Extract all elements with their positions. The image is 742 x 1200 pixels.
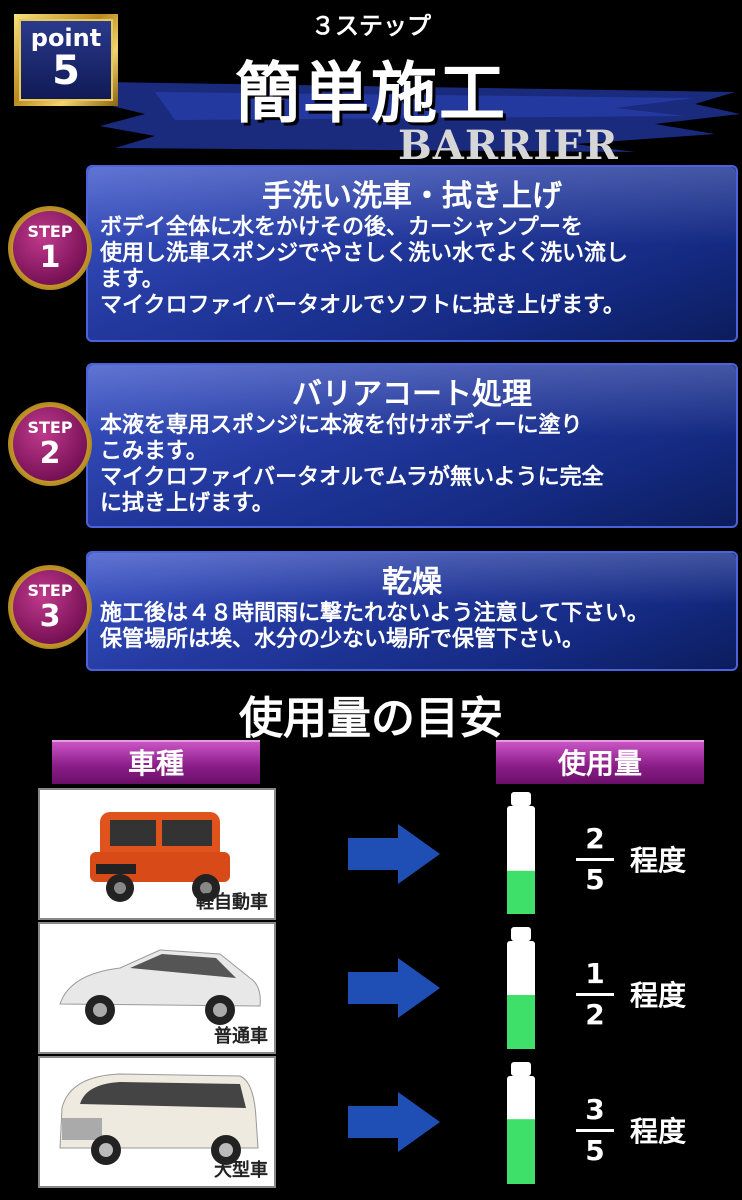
- brush-stroke-decoration: [95, 82, 740, 152]
- step-medal-label: STEP: [27, 418, 73, 437]
- step-medal-number: 2: [39, 436, 61, 471]
- car-cell-kei: 軽自動車: [38, 788, 276, 920]
- step-1-box: 手洗い洗車・拭き上げ ボデイ全体に水をかけその後、カーシャンプーを 使用し洗車ス…: [86, 165, 738, 342]
- fraction-bar: [576, 858, 614, 861]
- degree-label: 程度: [630, 844, 687, 877]
- brand-name: BARRIER: [398, 122, 619, 169]
- arrow-right-icon: [348, 824, 440, 884]
- step-2-line: こみます。: [100, 439, 208, 464]
- bottle-icon: [507, 927, 535, 1049]
- usage-fraction: 3 5: [576, 1093, 614, 1168]
- step-1-line: ボデイ全体に水をかけその後、カーシャンプーを: [100, 215, 583, 240]
- fraction-bar: [576, 993, 614, 996]
- step-3-line: 保管場所は埃、水分の少ない場所で保管下さい。: [100, 627, 585, 652]
- step-3-medal: STEP 3: [8, 565, 92, 649]
- step-2-box: バリアコート処理 本液を専用スポンジに本液を付けボディーに塗り こみます。 マイ…: [86, 363, 738, 528]
- kei-car-image: [90, 812, 230, 902]
- fraction-numerator: 3: [585, 1093, 605, 1126]
- page-title: 簡単施工: [235, 55, 507, 132]
- step-1-title: 手洗い洗車・拭き上げ: [262, 179, 562, 214]
- standard-car-image: [59, 949, 261, 1025]
- usage-heading: 使用量の目安: [239, 693, 503, 744]
- point-badge: point 5: [14, 14, 118, 106]
- large-car-image: [59, 1073, 259, 1165]
- fraction-denominator: 2: [585, 998, 605, 1031]
- step-2-line: 本液を専用スポンジに本液を付けボディーに塗り: [100, 413, 583, 438]
- usage-fraction: 2 5: [576, 822, 614, 897]
- step-2-line: に拭き上げます。: [100, 491, 274, 516]
- step-3-title: 乾燥: [382, 565, 442, 600]
- car-label: 大型車: [214, 1160, 268, 1181]
- car-type-header: 車種: [52, 740, 260, 784]
- step-medal-number: 1: [39, 240, 61, 275]
- degree-label: 程度: [630, 1115, 687, 1148]
- fraction-numerator: 2: [585, 822, 605, 855]
- subtitle: ３ステップ: [311, 12, 431, 40]
- step-1-line: 使用し洗車スポンジでやさしく洗い水でよく洗い流し: [100, 241, 629, 266]
- step-2-title: バリアコート処理: [292, 377, 532, 412]
- point-number: 5: [52, 48, 80, 94]
- arrow-right-icon: [348, 958, 440, 1018]
- fraction-denominator: 5: [585, 863, 605, 896]
- fraction-bar: [576, 1129, 614, 1132]
- point-word: point: [30, 24, 102, 52]
- step-medal-number: 3: [39, 599, 61, 634]
- bottle-icon: [507, 792, 535, 914]
- step-1-line: マイクロファイバータオルでソフトに拭き上げます。: [100, 293, 625, 318]
- step-3-box: 乾燥 施工後は４８時間雨に撃たれないよう注意して下さい。 保管場所は埃、水分の少…: [86, 551, 738, 671]
- step-medal-label: STEP: [27, 581, 73, 600]
- fraction-numerator: 1: [585, 957, 605, 990]
- fraction-denominator: 5: [585, 1134, 605, 1167]
- usage-fraction: 1 2: [576, 957, 614, 1032]
- step-1-line: ます。: [100, 267, 164, 292]
- step-2-line: マイクロファイバータオルでムラが無いように完全: [100, 465, 604, 490]
- car-cell-standard: 普通車: [38, 922, 276, 1054]
- amount-header: 使用量: [496, 740, 704, 784]
- degree-label: 程度: [630, 979, 687, 1012]
- step-2-medal: STEP 2: [8, 402, 92, 486]
- bottle-icon: [507, 1062, 535, 1184]
- step-1-medal: STEP 1: [8, 206, 92, 290]
- car-cell-large: 大型車: [38, 1056, 276, 1188]
- arrow-right-icon: [348, 1092, 440, 1152]
- car-label: 普通車: [214, 1026, 268, 1047]
- step-medal-label: STEP: [27, 222, 73, 241]
- step-3-line: 施工後は４８時間雨に撃たれないよう注意して下さい。: [100, 601, 649, 626]
- car-label: 軽自動車: [196, 892, 268, 913]
